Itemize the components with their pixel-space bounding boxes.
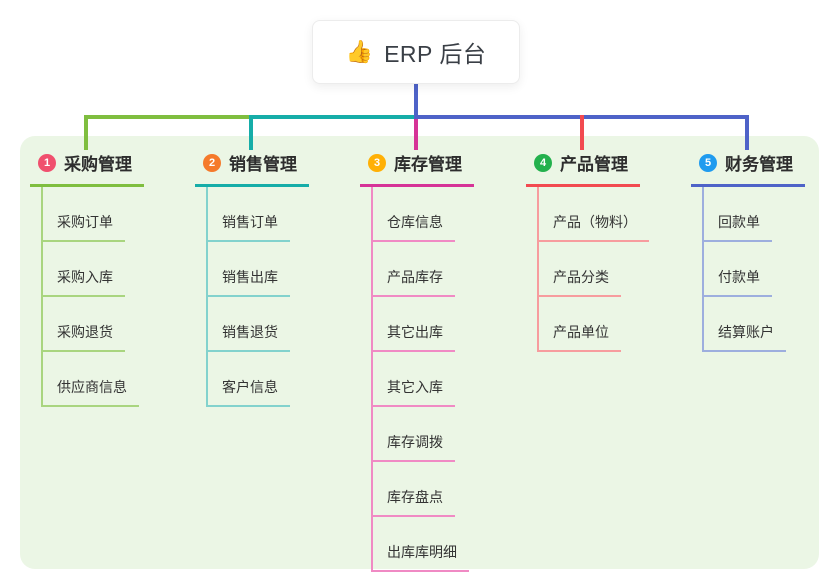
child-node[interactable]: 产品库存 bbox=[373, 242, 474, 297]
connector-bus-branch2 bbox=[249, 115, 416, 119]
child-label: 采购退货 bbox=[43, 322, 125, 352]
branch-sales-children: 销售订单 销售出库 销售退货 客户信息 bbox=[206, 187, 309, 407]
child-label: 产品库存 bbox=[373, 267, 455, 297]
child-label: 产品（物料） bbox=[539, 212, 649, 242]
child-node[interactable]: 供应商信息 bbox=[43, 352, 144, 407]
branch-purchase-children: 采购订单 采购入库 采购退货 供应商信息 bbox=[41, 187, 144, 407]
branch-inventory: 3 库存管理 仓库信息 产品库存 其它出库 其它入库 库存调拨 库存盘点 出库库… bbox=[360, 150, 474, 572]
branch-title-label: 采购管理 bbox=[64, 155, 132, 174]
child-label: 出库库明细 bbox=[373, 542, 469, 572]
child-label: 产品单位 bbox=[539, 322, 621, 352]
branch-number-badge: 1 bbox=[38, 153, 56, 172]
child-node[interactable]: 出库库明细 bbox=[373, 517, 474, 572]
root-node[interactable]: 👍 ERP 后台 bbox=[312, 20, 520, 84]
child-label: 其它出库 bbox=[373, 322, 455, 352]
child-node[interactable]: 库存调拨 bbox=[373, 407, 474, 462]
branch-product-children: 产品（物料） 产品分类 产品单位 bbox=[537, 187, 649, 352]
child-node[interactable]: 产品单位 bbox=[539, 297, 649, 352]
child-label: 回款单 bbox=[704, 212, 772, 242]
child-node[interactable]: 仓库信息 bbox=[373, 187, 474, 242]
child-label: 客户信息 bbox=[208, 377, 290, 407]
branch-number-badge: 4 bbox=[534, 153, 552, 172]
connector-drop-branch2 bbox=[249, 115, 253, 150]
child-label: 库存调拨 bbox=[373, 432, 455, 462]
branch-finance: 5 财务管理 回款单 付款单 结算账户 bbox=[691, 150, 805, 352]
branch-number-badge: 5 bbox=[699, 153, 717, 172]
child-node[interactable]: 回款单 bbox=[704, 187, 805, 242]
branch-finance-children: 回款单 付款单 结算账户 bbox=[702, 187, 805, 352]
child-node[interactable]: 产品分类 bbox=[539, 242, 649, 297]
branch-product: 4 产品管理 产品（物料） 产品分类 产品单位 bbox=[526, 150, 649, 352]
child-node[interactable]: 销售订单 bbox=[208, 187, 309, 242]
child-node[interactable]: 付款单 bbox=[704, 242, 805, 297]
connector-bus-branch1 bbox=[84, 115, 252, 119]
connector-drop-branch1 bbox=[84, 115, 88, 150]
child-node[interactable]: 客户信息 bbox=[208, 352, 309, 407]
child-label: 销售出库 bbox=[208, 267, 290, 297]
child-node[interactable]: 其它入库 bbox=[373, 352, 474, 407]
child-label: 销售退货 bbox=[208, 322, 290, 352]
branch-number-badge: 3 bbox=[368, 153, 386, 172]
child-label: 其它入库 bbox=[373, 377, 455, 407]
child-label: 产品分类 bbox=[539, 267, 621, 297]
child-node[interactable]: 销售退货 bbox=[208, 297, 309, 352]
child-label: 结算账户 bbox=[704, 322, 786, 352]
branch-inventory-children: 仓库信息 产品库存 其它出库 其它入库 库存调拨 库存盘点 出库库明细 bbox=[371, 187, 474, 572]
child-node[interactable]: 销售出库 bbox=[208, 242, 309, 297]
branch-sales: 2 销售管理 销售订单 销售出库 销售退货 客户信息 bbox=[195, 150, 309, 407]
branch-sales-title[interactable]: 2 销售管理 bbox=[195, 150, 309, 187]
branch-title-label: 财务管理 bbox=[725, 155, 793, 174]
child-label: 付款单 bbox=[704, 267, 772, 297]
branch-finance-title[interactable]: 5 财务管理 bbox=[691, 150, 805, 187]
branch-title-label: 销售管理 bbox=[229, 155, 297, 174]
branch-purchase-title[interactable]: 1 采购管理 bbox=[30, 150, 144, 187]
branch-title-label: 产品管理 bbox=[560, 155, 628, 174]
connector-root-drop bbox=[414, 84, 418, 117]
thumbs-up-icon: 👍 bbox=[345, 39, 374, 64]
child-node[interactable]: 采购退货 bbox=[43, 297, 144, 352]
connector-drop-branch4 bbox=[580, 115, 584, 150]
branch-title-label: 库存管理 bbox=[394, 155, 462, 174]
branch-product-title[interactable]: 4 产品管理 bbox=[526, 150, 640, 187]
connector-drop-branch3 bbox=[414, 119, 418, 150]
child-node[interactable]: 其它出库 bbox=[373, 297, 474, 352]
child-node[interactable]: 采购入库 bbox=[43, 242, 144, 297]
root-label: ERP 后台 bbox=[384, 41, 487, 67]
child-label: 采购入库 bbox=[43, 267, 125, 297]
child-node[interactable]: 库存盘点 bbox=[373, 462, 474, 517]
child-label: 库存盘点 bbox=[373, 487, 455, 517]
branch-inventory-title[interactable]: 3 库存管理 bbox=[360, 150, 474, 187]
child-label: 销售订单 bbox=[208, 212, 290, 242]
branches-panel bbox=[20, 136, 819, 569]
branch-purchase: 1 采购管理 采购订单 采购入库 采购退货 供应商信息 bbox=[30, 150, 144, 407]
connector-drop-branch5 bbox=[745, 115, 749, 150]
child-label: 仓库信息 bbox=[373, 212, 455, 242]
child-label: 供应商信息 bbox=[43, 377, 139, 407]
branch-number-badge: 2 bbox=[203, 153, 221, 172]
child-node[interactable]: 采购订单 bbox=[43, 187, 144, 242]
child-node[interactable]: 结算账户 bbox=[704, 297, 805, 352]
child-node[interactable]: 产品（物料） bbox=[539, 187, 649, 242]
child-label: 采购订单 bbox=[43, 212, 125, 242]
